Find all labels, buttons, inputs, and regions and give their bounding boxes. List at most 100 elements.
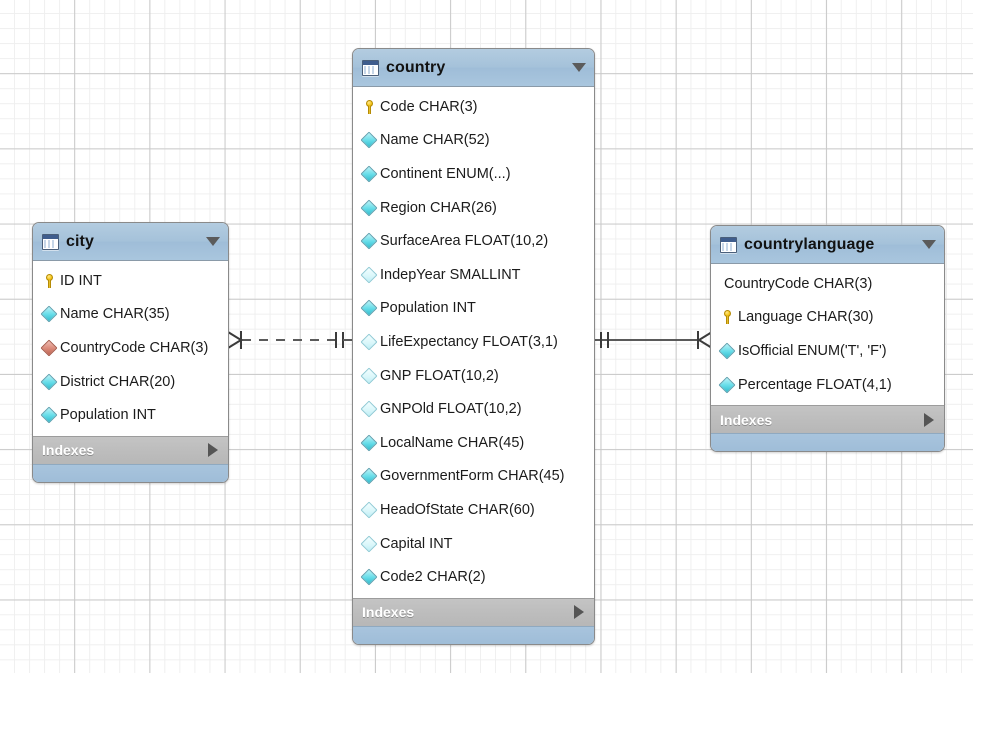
column-row[interactable]: SurfaceArea FLOAT(10,2)	[353, 224, 594, 258]
diamond-nullable-icon	[360, 535, 378, 553]
column-row[interactable]: CountryCode CHAR(3)	[711, 267, 944, 301]
column-row[interactable]: Population INT	[33, 398, 228, 432]
column-label: GNPOld FLOAT(10,2)	[380, 401, 522, 418]
column-row[interactable]: GNP FLOAT(10,2)	[353, 359, 594, 393]
column-label: Continent ENUM(...)	[380, 165, 511, 182]
diamond-notnull-icon	[718, 376, 736, 394]
column-label: LocalName CHAR(45)	[380, 434, 525, 451]
column-label: Code2 CHAR(2)	[380, 569, 486, 586]
table-title: city	[66, 232, 94, 250]
chevron-right-icon[interactable]	[924, 412, 934, 427]
column-row[interactable]: District CHAR(20)	[33, 365, 228, 399]
table-node-countrylanguage[interactable]: countrylanguage CountryCode CHAR(3) Langu…	[710, 225, 945, 453]
column-label: Name CHAR(52)	[380, 132, 490, 149]
diamond-notnull-icon	[360, 467, 378, 485]
column-row[interactable]: IsOfficial ENUM('T', 'F')	[711, 334, 944, 368]
chevron-down-icon[interactable]	[206, 237, 220, 246]
relationship-country-countrylanguage[interactable]	[592, 326, 714, 354]
diamond-nullable-icon	[360, 333, 378, 351]
table-footer-country	[353, 625, 594, 644]
diamond-notnull-icon	[40, 373, 58, 391]
diamond-foreignkey-icon	[40, 339, 58, 357]
table-header-countrylanguage[interactable]: countrylanguage	[711, 226, 944, 264]
table-columns-countrylanguage: CountryCode CHAR(3) Language CHAR(30) IsOf…	[711, 264, 944, 406]
table-header-country[interactable]: country	[353, 49, 594, 87]
diamond-notnull-icon	[718, 342, 736, 360]
table-footer-city	[33, 463, 228, 482]
column-label: CountryCode CHAR(3)	[724, 275, 873, 292]
column-row[interactable]: GNPOld FLOAT(10,2)	[353, 392, 594, 426]
column-label: IsOfficial ENUM('T', 'F')	[738, 342, 887, 359]
chevron-right-icon[interactable]	[574, 605, 584, 620]
column-row[interactable]: Code CHAR(3)	[353, 90, 594, 124]
column-label: Population INT	[60, 407, 156, 424]
indexes-label: Indexes	[42, 442, 95, 459]
column-row[interactable]: Name CHAR(52)	[353, 124, 594, 158]
table-columns-country: Code CHAR(3) Name CHAR(52) Continent ENUM(…	[353, 87, 594, 598]
column-label: GovernmentForm CHAR(45)	[380, 468, 565, 485]
table-header-city[interactable]: city	[33, 223, 228, 261]
chevron-down-icon[interactable]	[922, 240, 936, 249]
chevron-right-icon[interactable]	[208, 443, 218, 458]
column-label: LifeExpectancy FLOAT(3,1)	[380, 333, 558, 350]
indexes-bar-city[interactable]: Indexes	[33, 435, 228, 464]
column-label: Capital INT	[380, 535, 453, 552]
column-label: CountryCode CHAR(3)	[60, 339, 209, 356]
table-title: countrylanguage	[744, 235, 875, 253]
table-icon	[720, 236, 737, 253]
column-label: Region CHAR(26)	[380, 199, 497, 216]
indexes-bar-country[interactable]: Indexes	[353, 597, 594, 626]
column-row[interactable]: Continent ENUM(...)	[353, 157, 594, 191]
diamond-nullable-icon	[360, 501, 378, 519]
column-label: SurfaceArea FLOAT(10,2)	[380, 233, 549, 250]
indexes-label: Indexes	[720, 411, 773, 428]
key-icon	[720, 310, 734, 325]
column-row[interactable]: ID INT	[33, 264, 228, 298]
column-row[interactable]: LocalName CHAR(45)	[353, 426, 594, 460]
diamond-notnull-icon	[40, 305, 58, 323]
table-columns-city: ID INT Name CHAR(35) CountryCode CHAR(3) Di…	[33, 261, 228, 436]
column-row[interactable]: Percentage FLOAT(4,1)	[711, 368, 944, 402]
diamond-nullable-icon	[360, 367, 378, 385]
diamond-notnull-icon	[360, 568, 378, 586]
column-label: Language CHAR(30)	[738, 309, 874, 326]
column-row[interactable]: HeadOfState CHAR(60)	[353, 493, 594, 527]
column-row[interactable]: LifeExpectancy FLOAT(3,1)	[353, 325, 594, 359]
diamond-notnull-icon	[360, 434, 378, 452]
table-node-country[interactable]: country Code CHAR(3) Name CHAR(52) Contine…	[352, 48, 595, 645]
column-label: Name CHAR(35)	[60, 306, 170, 323]
column-row[interactable]: Language CHAR(30)	[711, 301, 944, 335]
column-label: ID INT	[60, 272, 102, 289]
column-row[interactable]: GovernmentForm CHAR(45)	[353, 460, 594, 494]
key-icon	[362, 99, 376, 114]
indexes-bar-countrylanguage[interactable]: Indexes	[711, 405, 944, 434]
chevron-down-icon[interactable]	[572, 63, 586, 72]
table-icon	[362, 59, 379, 76]
column-row[interactable]: Population INT	[353, 292, 594, 326]
column-label: District CHAR(20)	[60, 373, 176, 390]
column-label: Percentage FLOAT(4,1)	[738, 376, 892, 393]
diamond-notnull-icon	[360, 131, 378, 149]
column-row[interactable]: Name CHAR(35)	[33, 298, 228, 332]
table-footer-countrylanguage	[711, 433, 944, 452]
column-row[interactable]: IndepYear SMALLINT	[353, 258, 594, 292]
key-icon	[42, 273, 56, 288]
indexes-label: Indexes	[362, 604, 415, 621]
diamond-notnull-icon	[360, 165, 378, 183]
relationship-city-country[interactable]	[227, 326, 358, 354]
diamond-nullable-icon	[360, 266, 378, 284]
table-node-city[interactable]: city ID INT Name CHAR(35) CountryCode CHAR…	[32, 222, 229, 483]
column-label: HeadOfState CHAR(60)	[380, 501, 535, 518]
table-title: country	[386, 58, 446, 76]
column-label: Code CHAR(3)	[380, 98, 478, 115]
table-icon	[42, 233, 59, 250]
column-row[interactable]: Region CHAR(26)	[353, 191, 594, 225]
column-row[interactable]: Capital INT	[353, 527, 594, 561]
diamond-notnull-icon	[360, 199, 378, 217]
column-row[interactable]: Code2 CHAR(2)	[353, 560, 594, 594]
column-label: GNP FLOAT(10,2)	[380, 367, 499, 384]
column-row[interactable]: CountryCode CHAR(3)	[33, 331, 228, 365]
relationship-city-country-line	[227, 331, 352, 349]
diamond-notnull-icon	[360, 232, 378, 250]
